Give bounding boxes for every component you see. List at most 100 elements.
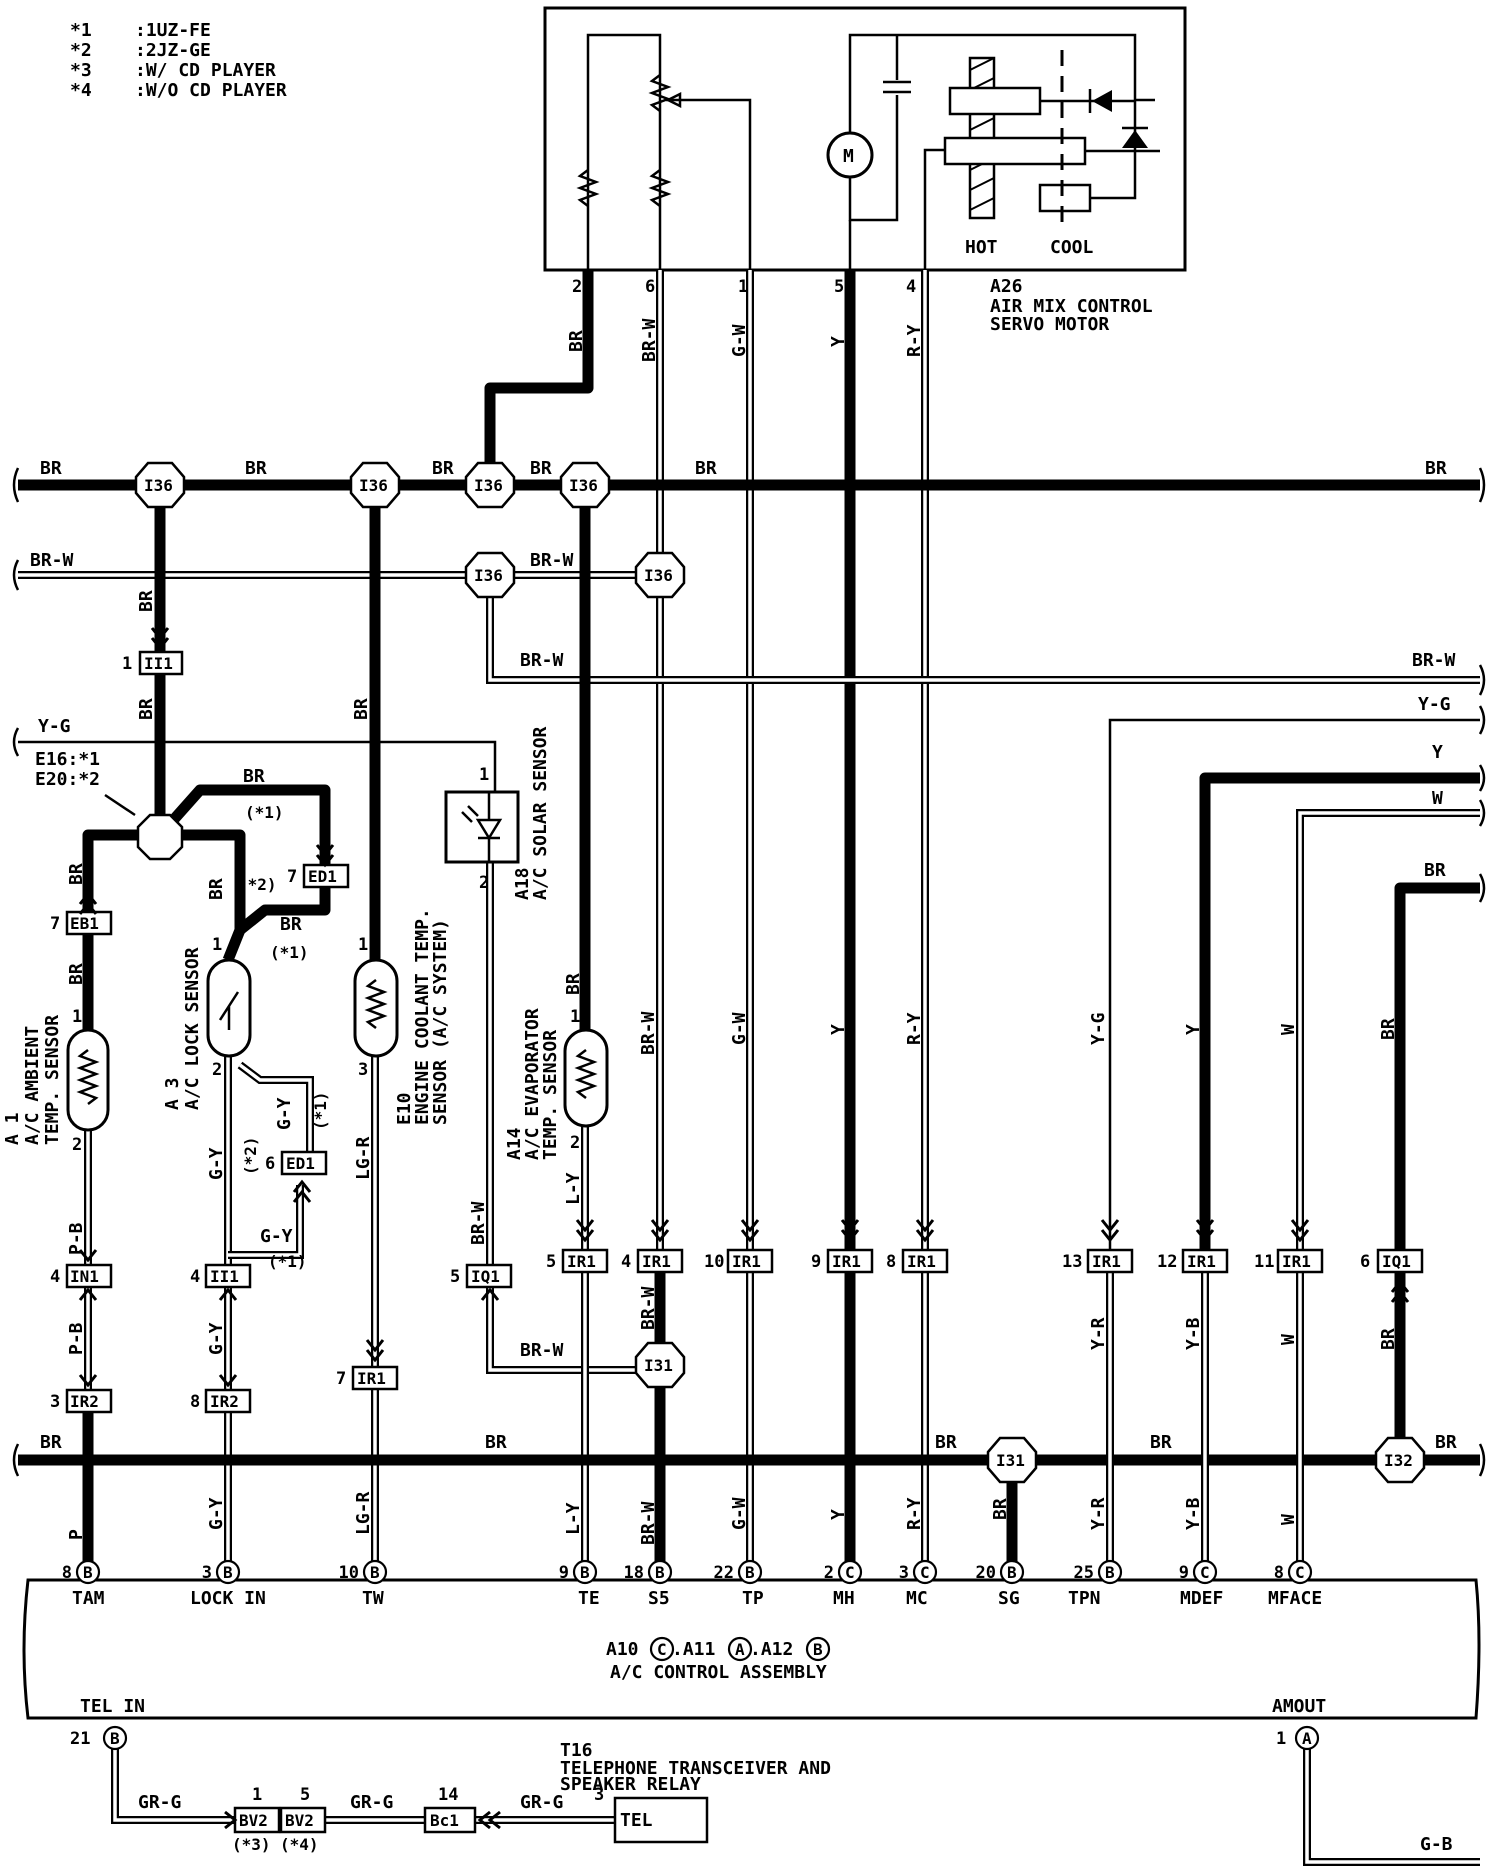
pin-number: 11 [1254,1252,1274,1272]
servo-motor-component: M HOT COOL [543,6,1187,272]
connector-label: IR1 [567,1252,596,1271]
terminal-pin: 18 [624,1563,644,1583]
pin-number: 1 [479,765,489,785]
wire-label: Y [828,336,849,347]
wire-label: GR-G [138,1792,181,1813]
svg-text:I36: I36 [474,476,503,495]
terminal-code: A [1302,1729,1312,1748]
component-id: A 1 [2,1112,23,1145]
flag-label: (*1) [268,1252,307,1271]
wire-label: W [1278,1514,1299,1525]
terminal-code: C [845,1563,855,1582]
terminal-pin: 8 [1274,1563,1284,1583]
terminal-code: B [745,1563,755,1582]
assembly-code: C [657,1640,667,1659]
pin-number: 4 [190,1267,200,1287]
pin-number: 1 [570,1007,580,1027]
notes-legend: *1 :1UZ-FE *2 :2JZ-GE *3 :W/ CD PLAYER *… [70,20,287,101]
junction-i36: I36 [464,551,516,599]
terminal-code: B [110,1729,120,1748]
svg-text:I31: I31 [644,1356,673,1375]
wire-label: G-Y [274,1097,295,1130]
svg-text:I32: I32 [1384,1451,1413,1470]
pin-number: 6 [265,1154,275,1174]
terminal-pin: 9 [1179,1563,1189,1583]
component-id: A18 [512,867,533,900]
connector-label: IR2 [70,1392,99,1411]
terminal-circle [647,1559,673,1585]
pin-number: 13 [1062,1252,1082,1272]
flag-label: (*1) [270,943,309,962]
note-mark-4: *4 [70,80,92,101]
junction-e16-e20 [136,813,184,861]
assembly-code: B [813,1640,823,1659]
terminal-label: TPN [1068,1588,1101,1609]
connector-label: EB1 [70,914,99,933]
terminal-pin: 22 [714,1563,734,1583]
tel-label: TEL [620,1810,653,1831]
junction-i36: I36 [349,461,401,509]
connector-label: IR1 [732,1252,761,1271]
note-2: :2JZ-GE [135,40,211,61]
terminal-circle [215,1559,241,1585]
connector-label: II1 [144,654,173,673]
pin-number: 1 [72,1007,82,1027]
ambient-sensor-body [66,1028,110,1132]
junction-i32: I32 [1374,1436,1426,1484]
component-name: A/C SOLAR SENSOR [530,726,551,900]
junctions: I36 I36 I36 I36 I36 I36 I31 I31 [35,461,1426,1484]
flag-label: (*1) [245,803,284,822]
terminal-circle [737,1559,763,1585]
wire-label: Y-G [38,716,71,737]
wire-label: R-Y [904,324,925,357]
wire-label: BR [1425,458,1447,479]
junction-label: E20:*2 [35,769,100,790]
svg-text:I36: I36 [644,566,673,585]
pin-number: 3 [50,1392,60,1412]
terminal-circle [1097,1559,1123,1585]
wire-label: BR-W [468,1201,489,1245]
wire-label: Y-R [1088,1497,1109,1530]
component-name: ENGINE COOLANT TEMP. [412,908,433,1125]
wire-label: P-B [66,1222,87,1255]
terminal-pin: 25 [1074,1563,1094,1583]
wire-label: BR [563,973,584,995]
connector-label: II1 [210,1267,239,1286]
wire-label: BR [40,458,62,479]
connector-label: IR1 [1282,1252,1311,1271]
wire-label: BR [1378,1018,1399,1040]
wire-label: BR [1150,1432,1172,1453]
wire-label: BR [935,1432,957,1453]
terminal-code: C [1295,1563,1305,1582]
component-name: A/C LOCK SENSOR [182,947,203,1110]
wire-label: LG-R [353,1136,374,1180]
wire-label: L-Y [563,1502,584,1535]
wire-label: P-B [66,1322,87,1355]
servo-pin: 5 [834,277,844,297]
terminal-pin: 20 [976,1563,996,1583]
pin-number: 12 [1157,1252,1177,1272]
variant-flags: (*1) (*2) (*1) (*1) (*2) (*1) [238,803,330,1271]
flag-label: (*1) [311,1091,330,1130]
pin-number: 2 [72,1135,82,1155]
vertical-wire-labels: BR BR-W G-W Y R-Y BR BR BR BR BR BR P-B … [66,318,1399,1545]
terminal-code: B [580,1563,590,1582]
pin-number: 7 [336,1369,346,1389]
wire-label: G-W [729,324,750,357]
wire-label: G-B [1420,1834,1453,1855]
wire-label: G-Y [206,1147,227,1180]
wire-label: BR [695,458,717,479]
pin-number: 8 [190,1392,200,1412]
terminal-label: MFACE [1268,1588,1322,1609]
junction-i36: I36 [134,461,186,509]
wire-label: G-W [729,1012,750,1045]
terminal-code: B [223,1563,233,1582]
terminal-circle [912,1559,938,1585]
pin-number: 9 [811,1252,821,1272]
wire-label: BR-W [638,1501,659,1545]
wire-label: R-Y [904,1012,925,1045]
svg-text:I36: I36 [359,476,388,495]
ac-control-assembly: A10 C .A11 A .A12 B A/C CONTROL ASSEMBLY… [22,1578,1481,1751]
wire-label: BR-W [530,550,574,571]
component-name: A/C AMBIENT [22,1026,43,1145]
